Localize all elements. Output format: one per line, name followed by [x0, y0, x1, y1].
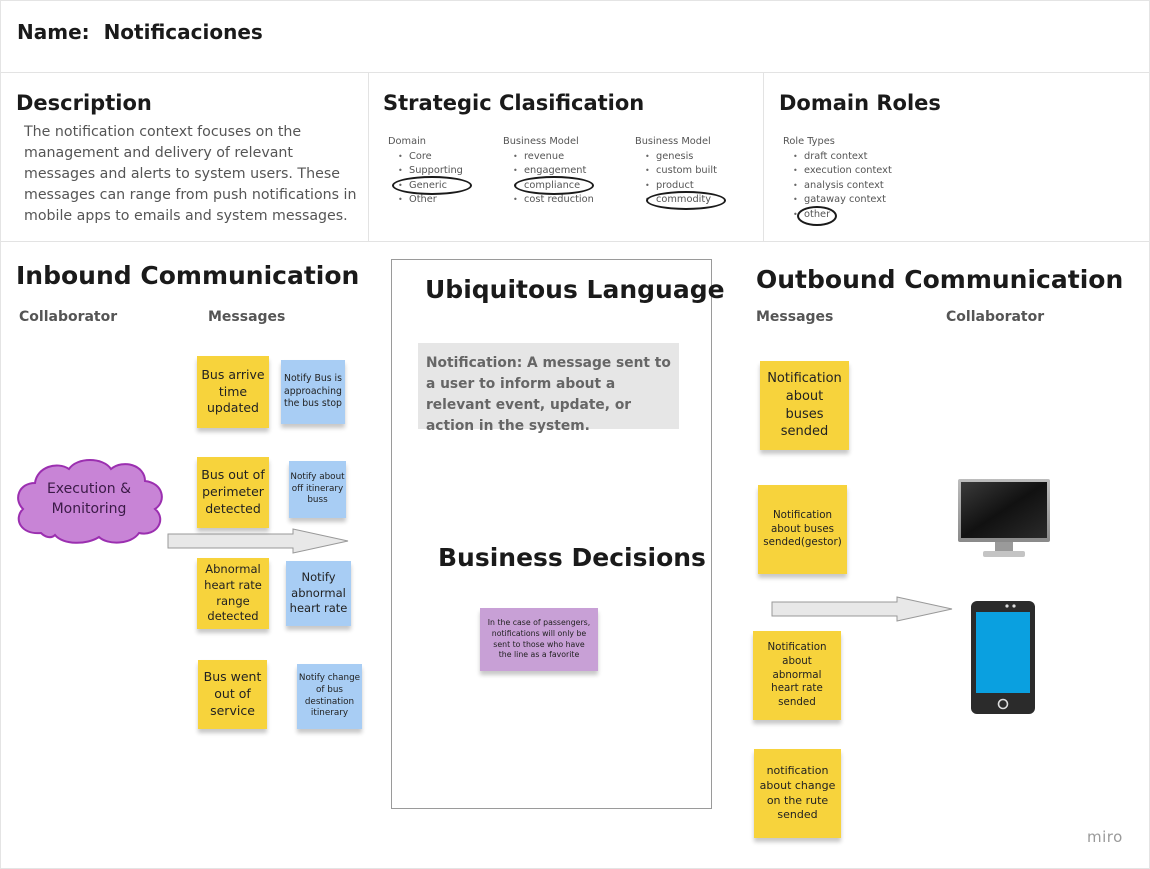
business-decision-sticky[interactable]: In the case of passengers, notifications… [480, 608, 598, 671]
list-item: Other [398, 193, 463, 208]
outbound-messages-label: Messages [756, 309, 834, 325]
ubiquitous-definition: Notification: A message sent to a user t… [418, 343, 679, 434]
divider [368, 72, 369, 241]
inbound-messages-label: Messages [208, 309, 286, 325]
outbound-collaborator-label: Collaborator [946, 309, 1045, 325]
strategic-title: Strategic Clasification [383, 91, 645, 115]
list-item: execution context [793, 164, 892, 179]
list-item: engagement [513, 164, 594, 179]
business-model-list-1: Business Model revenue engagement compli… [503, 135, 594, 208]
ubiquitous-title: Ubiquitous Language [425, 275, 725, 304]
list-item: Core [398, 150, 463, 165]
role-types-list: Role Types draft context execution conte… [783, 135, 892, 222]
list-item: custom built [645, 164, 717, 179]
selection-ellipse [646, 191, 726, 210]
list-item: draft context [793, 150, 892, 165]
inbound-event-sticky[interactable]: Abnormal heart rate range detected [197, 558, 269, 629]
list-item: genesis [645, 150, 717, 165]
business-decisions-title: Business Decisions [438, 543, 706, 572]
outbound-message-sticky[interactable]: Notification about buses sended(gestor) [758, 485, 847, 574]
outbound-message-sticky[interactable]: Notification about buses sended [760, 361, 849, 450]
business-model-title: Business Model [503, 136, 579, 147]
description-title: Description [16, 91, 152, 115]
domain-roles-title: Domain Roles [779, 91, 941, 115]
inbound-arrow [167, 528, 349, 554]
ubiquitous-language-frame [391, 259, 712, 809]
list-item: revenue [513, 150, 594, 165]
outbound-title: Outbound Communication [756, 265, 1124, 294]
inbound-collaborator-label: Collaborator [19, 309, 118, 325]
selection-ellipse [392, 176, 472, 195]
divider [1, 72, 1149, 73]
inbound-action-sticky[interactable]: Notify Bus is approaching the bus stop [281, 360, 345, 424]
list-item: product [645, 179, 717, 194]
collaborator-cloud [17, 459, 163, 544]
domain-list: Domain Core Supporting Generic Other [388, 135, 463, 208]
inbound-title: Inbound Communication [16, 261, 360, 290]
inbound-action-sticky[interactable]: Notify abnormal heart rate [286, 561, 351, 626]
selection-ellipse [514, 176, 594, 195]
outbound-message-sticky[interactable]: notification about change on the rute se… [754, 749, 841, 838]
miro-watermark: miro [1087, 828, 1123, 846]
list-item: gataway context [793, 193, 892, 208]
list-item: analysis context [793, 179, 892, 194]
inbound-action-sticky[interactable]: Notify about off itinerary buss [289, 461, 346, 518]
outbound-arrow [771, 596, 953, 622]
outbound-message-sticky[interactable]: Notification about abnormal heart rate s… [753, 631, 841, 720]
inbound-event-sticky[interactable]: Bus arrive time updated [197, 356, 269, 428]
divider [763, 72, 764, 241]
monitor-icon [958, 479, 1050, 557]
inbound-event-sticky[interactable]: Bus out of perimeter detected [197, 457, 269, 528]
selection-ellipse [797, 206, 837, 226]
context-name: Name: Notificaciones [17, 20, 263, 44]
inbound-action-sticky[interactable]: Notify change of bus destination itinera… [297, 664, 362, 729]
business-model-title: Business Model [635, 136, 711, 147]
collaborator-name: Execution & Monitoring [46, 481, 132, 517]
role-types-title: Role Types [783, 136, 835, 147]
divider [1, 241, 1149, 242]
description-text: The notification context focuses on the … [24, 124, 357, 224]
list-item: cost reduction [513, 193, 594, 208]
domain-list-title: Domain [388, 136, 427, 147]
list-item: Supporting [398, 164, 463, 179]
inbound-event-sticky[interactable]: Bus went out of service [198, 660, 267, 729]
smartphone-icon [971, 601, 1035, 714]
